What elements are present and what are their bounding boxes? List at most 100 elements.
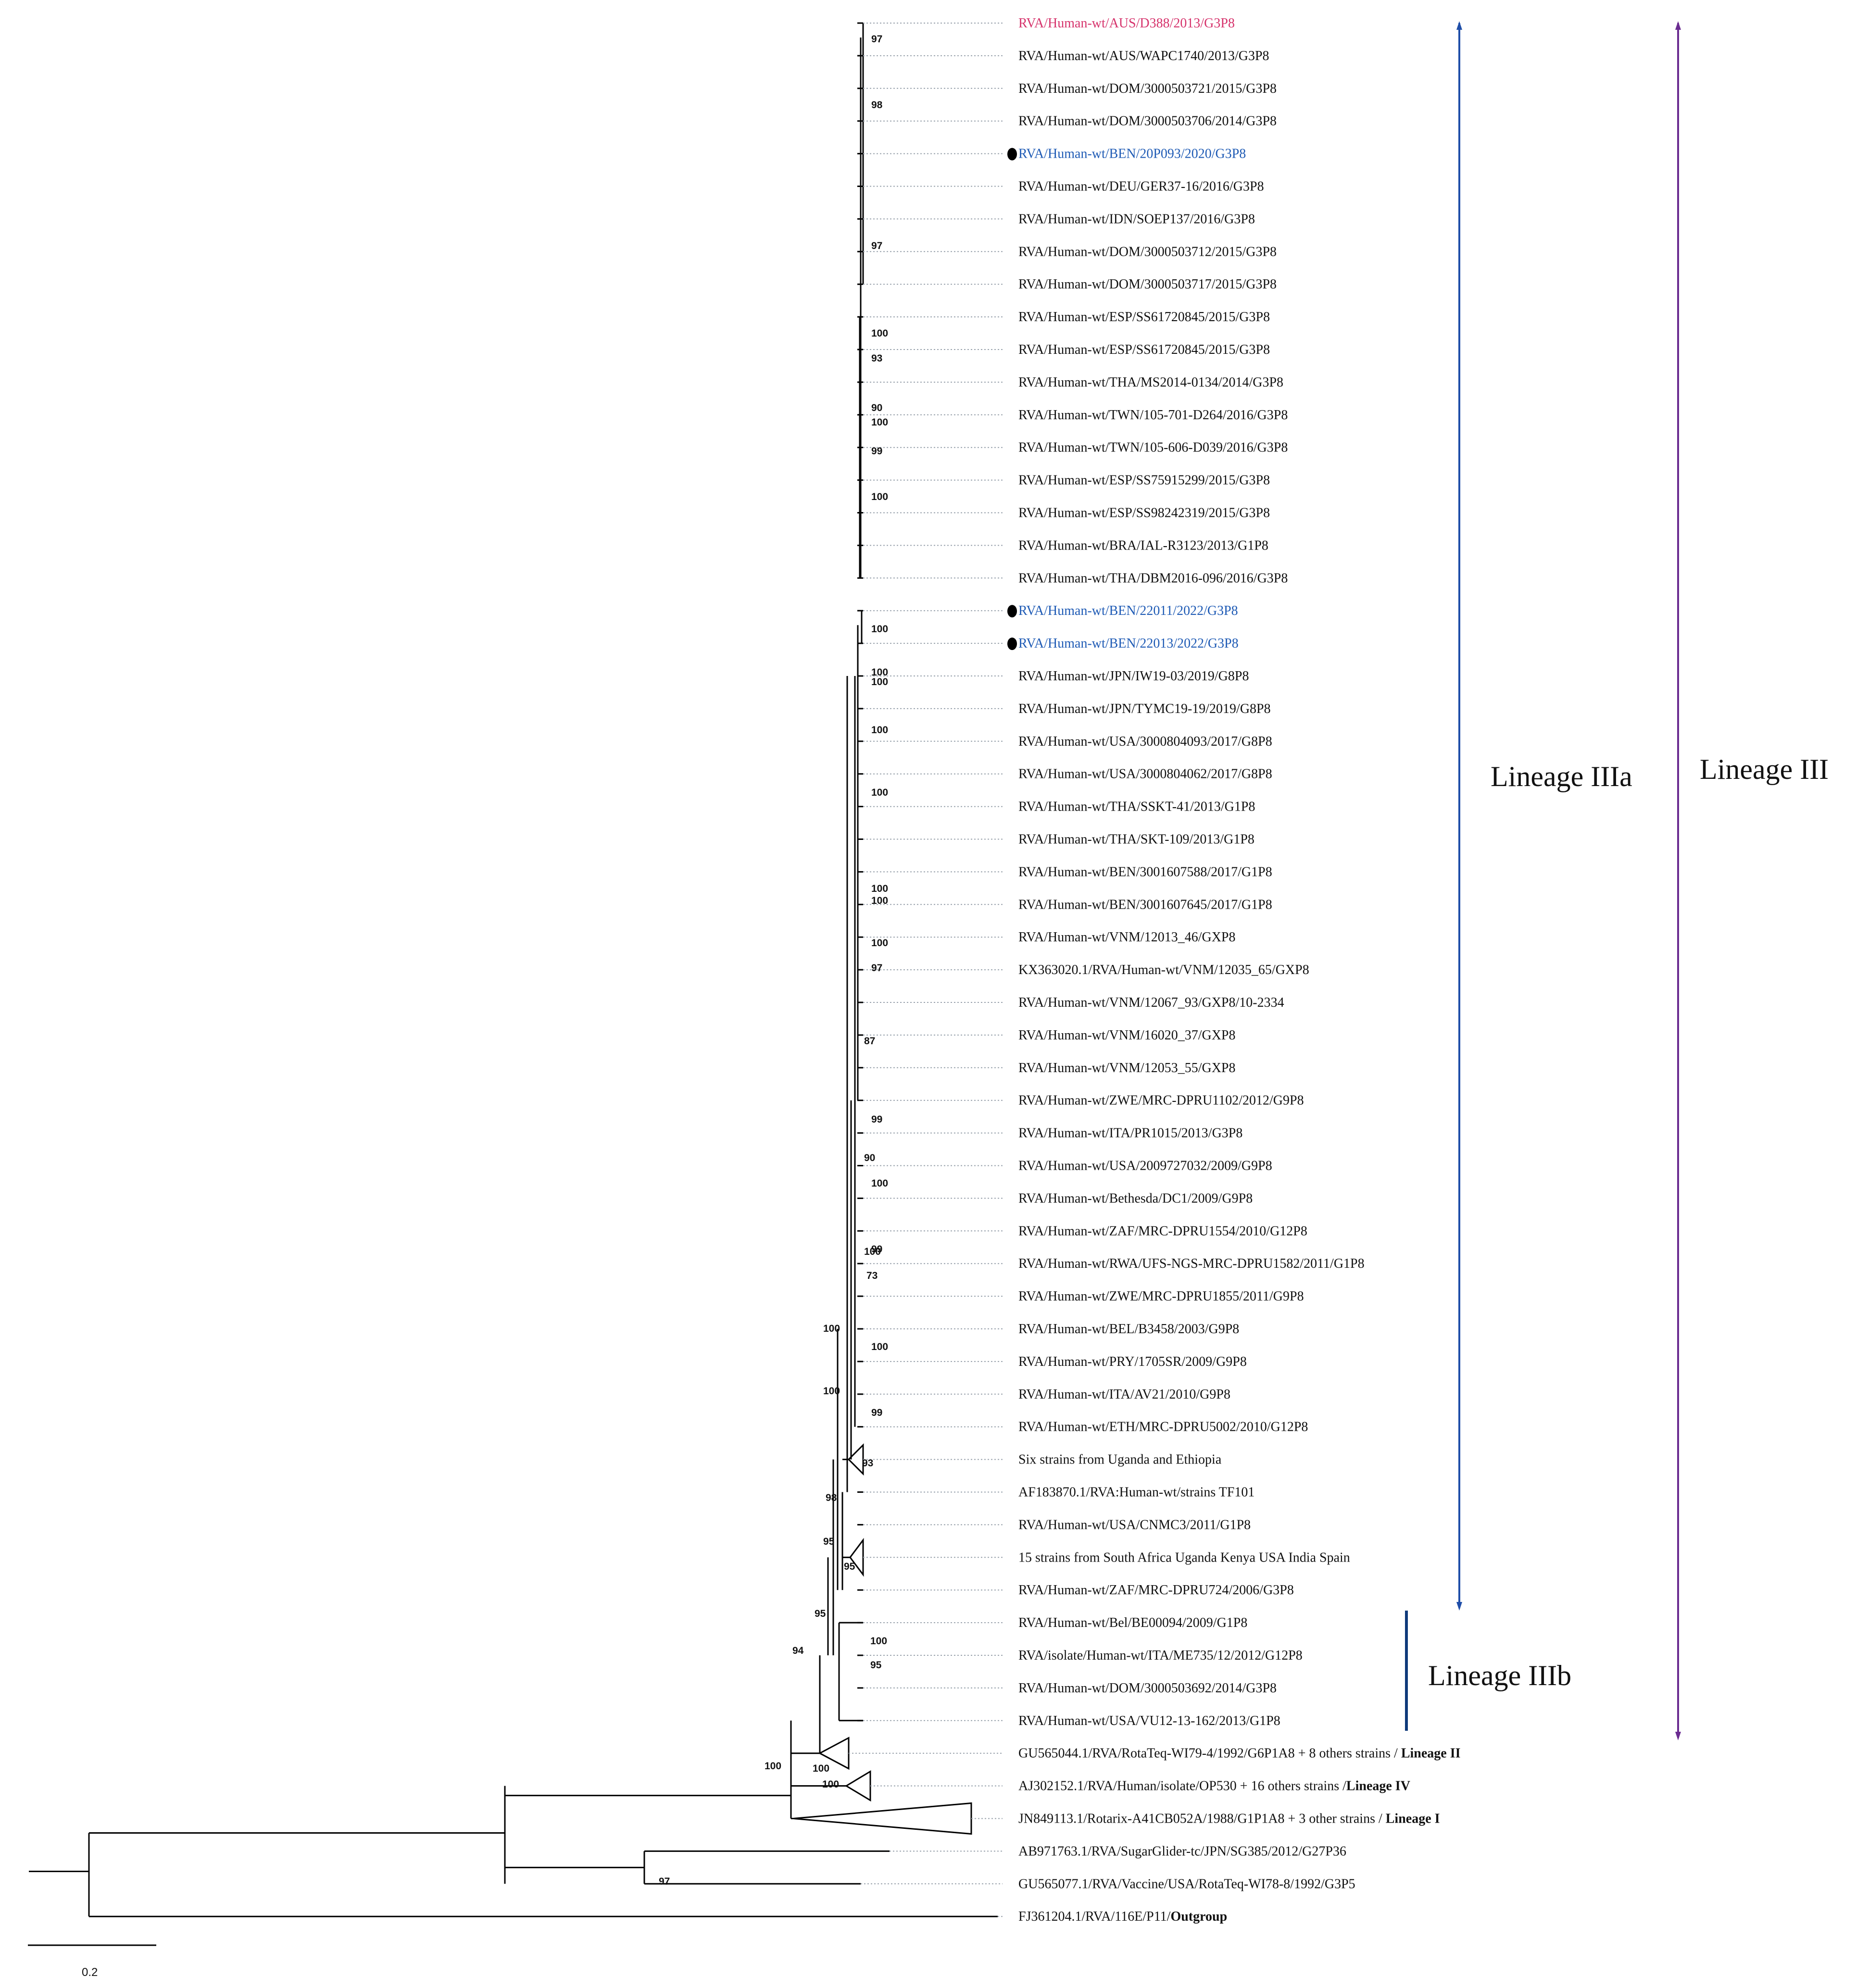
tip-label-text: RVA/Human-wt/BEN/3001607645/2017/G1P8 [1018, 897, 1272, 912]
tip-label-text: RVA/Human-wt/VNM/12053_55/GXP8 [1018, 1061, 1236, 1075]
bootstrap-value: 100 [870, 1636, 887, 1647]
tip-label: RVA/Human-wt/RWA/UFS-NGS-MRC-DPRU1582/20… [1018, 1256, 1365, 1271]
bootstrap-value: 100 [864, 1246, 881, 1257]
tip-label-text: RVA/Human-wt/TWN/105-606-D039/2016/G3P8 [1018, 440, 1288, 455]
tip-label-text: RVA/Human-wt/ZAF/MRC-DPRU1554/2010/G12P8 [1018, 1224, 1307, 1238]
tip-label-text: AF183870.1/RVA:Human-wt/strains TF101 [1018, 1485, 1254, 1500]
tip-label: RVA/Human-wt/BRA/IAL-R3123/2013/G1P8 [1018, 538, 1268, 553]
scale-bar: 0.2 [28, 1944, 156, 1979]
tip-label-text: RVA/Human-wt/VNM/16020_37/GXP8 [1018, 1028, 1236, 1043]
lineage-iii-label: Lineage III [1700, 753, 1829, 785]
bootstrap-value: 98 [871, 100, 883, 111]
tip-label-text: RVA/Human-wt/ESP/SS75915299/2015/G3P8 [1018, 473, 1270, 488]
tip-label: RVA/Human-wt/VNM/16020_37/GXP8 [1018, 1028, 1236, 1043]
tip-label-text: RVA/Human-wt/BEN/22011/2022/G3P8 [1018, 603, 1238, 618]
bootstrap-value: 100 [871, 328, 888, 339]
lineage-iii-arrow-bottom [1675, 1732, 1681, 1740]
tip-label: RVA/Human-wt/JPN/TYMC19-19/2019/G8P8 [1018, 701, 1271, 716]
tip-label: RVA/Human-wt/USA/CNMC3/2011/G1P8 [1018, 1517, 1251, 1532]
tip-label-text: GU565077.1/RVA/Vaccine/USA/RotaTeq-WI78-… [1018, 1876, 1355, 1891]
tip-label: RVA/Human-wt/ZAF/MRC-DPRU1554/2010/G12P8 [1018, 1224, 1307, 1238]
tip-label: JN849113.1/Rotarix-A41CB052A/1988/G1P1A8… [1018, 1812, 1440, 1826]
tip-label-text: RVA/Human-wt/THA/SSKT-41/2013/G1P8 [1018, 800, 1255, 814]
bootstrap-labels: 9798971009390100991001001001001001001001… [659, 34, 888, 1887]
tip-label: RVA/Human-wt/ETH/MRC-DPRU5002/2010/G12P8 [1018, 1420, 1308, 1435]
bootstrap-value: 100 [871, 491, 888, 502]
bootstrap-value: 100 [871, 1341, 888, 1352]
tip-label: Six strains from Uganda and Ethiopia [1018, 1452, 1222, 1467]
tip-label-text: KX363020.1/RVA/Human-wt/VNM/12035_65/GXP… [1018, 963, 1309, 977]
tip-label-text: RVA/Human-wt/BEN/20P093/2020/G3P8 [1018, 147, 1246, 162]
bootstrap-value: 93 [862, 1458, 873, 1469]
lineage-iiia-arrow-top [1456, 21, 1462, 30]
study-strain-marker-icon [1007, 148, 1017, 161]
lineage-iii-bracket: Lineage III [1675, 21, 1829, 1740]
bootstrap-value: 97 [871, 963, 882, 974]
tip-label: RVA/Human-wt/JPN/IW19-03/2019/G8P8 [1018, 669, 1249, 684]
tip-label-text: RVA/Human-wt/Bethesda/DC1/2009/G9P8 [1018, 1191, 1253, 1206]
tip-label: AJ302152.1/RVA/Human/isolate/OP530 + 16 … [1018, 1779, 1410, 1794]
tip-label: RVA/Human-wt/VNM/12013_46/GXP8 [1018, 930, 1236, 945]
tip-label-text: RVA/Human-wt/BEN/22013/2022/G3P8 [1018, 636, 1239, 651]
tip-label: RVA/Human-wt/THA/SKT-109/2013/G1P8 [1018, 832, 1254, 847]
bootstrap-value: 95 [870, 1660, 882, 1671]
tip-label: RVA/Human-wt/BEN/20P093/2020/G3P8 [1018, 147, 1246, 162]
tip-label: RVA/Human-wt/USA/3000804093/2017/G8P8 [1018, 734, 1272, 749]
tip-label-bold-text: Outgroup [1170, 1909, 1227, 1924]
tip-label-text: RVA/Human-wt/THA/SKT-109/2013/G1P8 [1018, 832, 1254, 847]
tip-label: RVA/Human-wt/ZWE/MRC-DPRU1102/2012/G9P8 [1018, 1093, 1304, 1108]
tip-label-text: AB971763.1/RVA/SugarGlider-tc/JPN/SG385/… [1018, 1844, 1346, 1859]
tip-label: RVA/Human-wt/BEN/3001607588/2017/G1P8 [1018, 864, 1272, 879]
tip-label: 15 strains from South Africa Uganda Keny… [1018, 1550, 1350, 1565]
tip-label-text: RVA/isolate/Human-wt/ITA/ME735/12/2012/G… [1018, 1648, 1303, 1663]
collapsed-clade-triangle [793, 1802, 972, 1835]
lineage-iiib-label: Lineage IIIb [1428, 1660, 1571, 1691]
tip-label: KX363020.1/RVA/Human-wt/VNM/12035_65/GXP… [1018, 963, 1309, 977]
lineage-iiib-bracket: Lineage IIIb [1405, 1611, 1571, 1731]
lineage-iiia-label: Lineage IIIa [1491, 761, 1632, 792]
tip-label-text: RVA/Human-wt/ZAF/MRC-DPRU724/2006/G3P8 [1018, 1583, 1294, 1598]
tip-label: RVA/Human-wt/ZAF/MRC-DPRU724/2006/G3P8 [1018, 1583, 1294, 1598]
tip-label-text: AJ302152.1/RVA/Human/isolate/OP530 + 16 … [1018, 1779, 1346, 1794]
tip-labels: RVA/Human-wt/AUS/D388/2013/G3P8RVA/Human… [1007, 16, 1461, 1924]
tip-label-bold-text: Lineage II [1401, 1746, 1461, 1761]
tip-label-text: RVA/Human-wt/TWN/105-701-D264/2016/G3P8 [1018, 408, 1288, 423]
lineage-iiia-bracket: Lineage IIIa [1456, 21, 1632, 1611]
tip-label: RVA/Human-wt/BEN/3001607645/2017/G1P8 [1018, 897, 1272, 912]
tip-label: RVA/Human-wt/TWN/105-701-D264/2016/G3P8 [1018, 408, 1288, 423]
tip-label-text: RVA/Human-wt/RWA/UFS-NGS-MRC-DPRU1582/20… [1018, 1256, 1365, 1271]
bootstrap-value: 97 [659, 1876, 670, 1887]
collapsed-clade-triangle [845, 1770, 871, 1802]
bootstrap-value: 99 [871, 1114, 882, 1125]
bootstrap-value: 100 [871, 787, 888, 798]
tip-label-text: RVA/Human-wt/JPN/IW19-03/2019/G8P8 [1018, 669, 1249, 684]
bootstrap-value: 100 [871, 417, 888, 428]
tip-label: RVA/Human-wt/BEN/22011/2022/G3P8 [1018, 603, 1238, 618]
tip-label: RVA/Human-wt/ZWE/MRC-DPRU1855/2011/G9P8 [1018, 1289, 1304, 1304]
tip-leader-lines [849, 23, 1003, 1917]
tip-label-text: RVA/Human-wt/BRA/IAL-R3123/2013/G1P8 [1018, 538, 1268, 553]
tip-label-text: RVA/Human-wt/BEL/B3458/2003/G9P8 [1018, 1322, 1239, 1337]
tip-label-text: RVA/Human-wt/USA/3000804093/2017/G8P8 [1018, 734, 1272, 749]
bootstrap-value: 95 [844, 1561, 855, 1572]
tip-label-text: RVA/Human-wt/THA/DBM2016-096/2016/G3P8 [1018, 571, 1288, 586]
tip-label-text: RVA/Human-wt/Bel/BE00094/2009/G1P8 [1018, 1615, 1247, 1630]
tip-label-text: RVA/Human-wt/DOM/3000503721/2015/G3P8 [1018, 81, 1277, 96]
tip-label: RVA/Human-wt/USA/2009727032/2009/G9P8 [1018, 1159, 1272, 1174]
bootstrap-value: 100 [871, 676, 888, 688]
bootstrap-value: 94 [792, 1645, 804, 1656]
tip-label-text: RVA/Human-wt/USA/3000804062/2017/G8P8 [1018, 767, 1272, 782]
bootstrap-value: 100 [765, 1761, 781, 1772]
tip-label-text: 15 strains from South Africa Uganda Keny… [1018, 1550, 1350, 1565]
bootstrap-value: 98 [826, 1492, 837, 1503]
tip-label-text: RVA/Human-wt/VNM/12067_93/GXP8/10-2334 [1018, 995, 1284, 1010]
bootstrap-value: 100 [871, 725, 888, 736]
tip-label: RVA/Human-wt/BEL/B3458/2003/G9P8 [1018, 1322, 1239, 1337]
bootstrap-value: 100 [823, 1323, 840, 1334]
tip-label: RVA/Human-wt/THA/SSKT-41/2013/G1P8 [1018, 800, 1255, 814]
tip-label: RVA/Human-wt/VNM/12053_55/GXP8 [1018, 1061, 1236, 1075]
tip-label: RVA/Human-wt/TWN/105-606-D039/2016/G3P8 [1018, 440, 1288, 455]
tip-label: RVA/Human-wt/ESP/SS61720845/2015/G3P8 [1018, 310, 1270, 325]
